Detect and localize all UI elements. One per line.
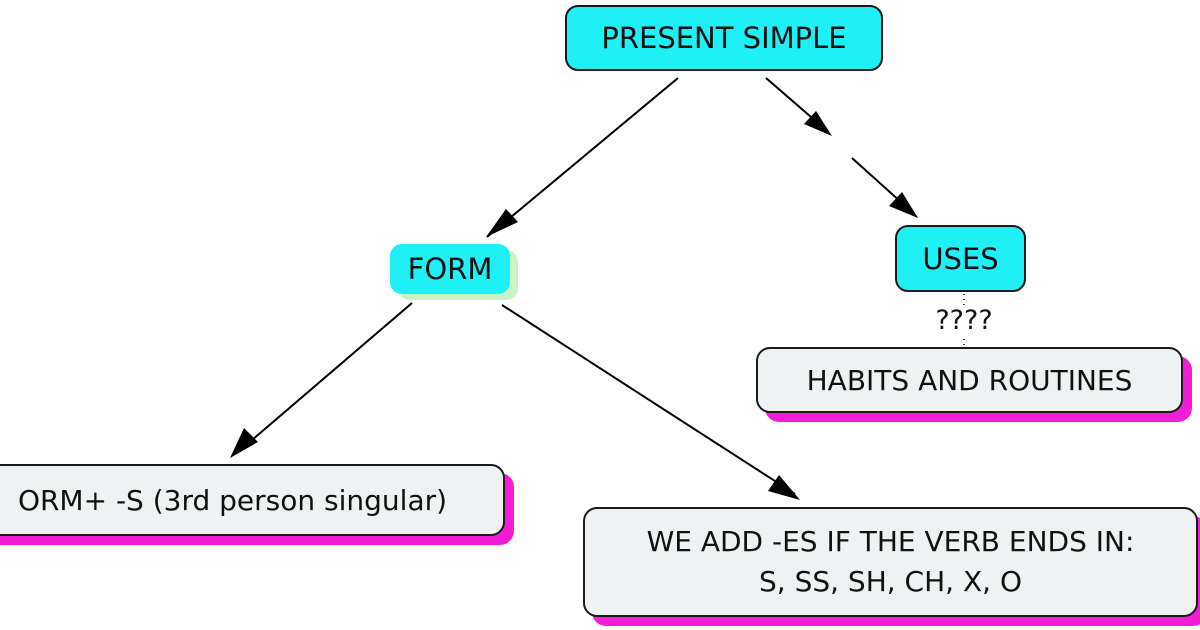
concept-uses[interactable]: USES: [895, 225, 1026, 292]
es-rule-line-2: S, SS, SH, CH, X, O: [759, 565, 1022, 598]
arrow-form-to-es: [501, 304, 796, 495]
concept-es-rule[interactable]: WE ADD -ES IF THE VERB ENDS IN: S, SS, S…: [583, 507, 1198, 617]
arrowhead-form: [486, 209, 518, 237]
arrowhead-uses: [889, 192, 918, 218]
concept-form[interactable]: FORM: [390, 244, 510, 294]
es-rule-line-1: WE ADD -ES IF THE VERB ENDS IN:: [646, 525, 1135, 558]
concept-habits-and-routines[interactable]: HABITS AND ROUTINES: [756, 347, 1183, 413]
arrowhead-uses-segment-1: [804, 111, 832, 136]
arrow-form-to-base: [237, 302, 413, 453]
arrow-present-to-form: [486, 77, 679, 238]
concept-present-simple[interactable]: PRESENT SIMPLE: [565, 5, 883, 71]
concept-base-form-plus-s[interactable]: ORM+ -S (3rd person singular): [0, 464, 505, 536]
arrowhead-es: [768, 475, 800, 500]
arrowhead-base: [230, 428, 258, 458]
link-label-uses-habits: ????: [920, 306, 1008, 336]
